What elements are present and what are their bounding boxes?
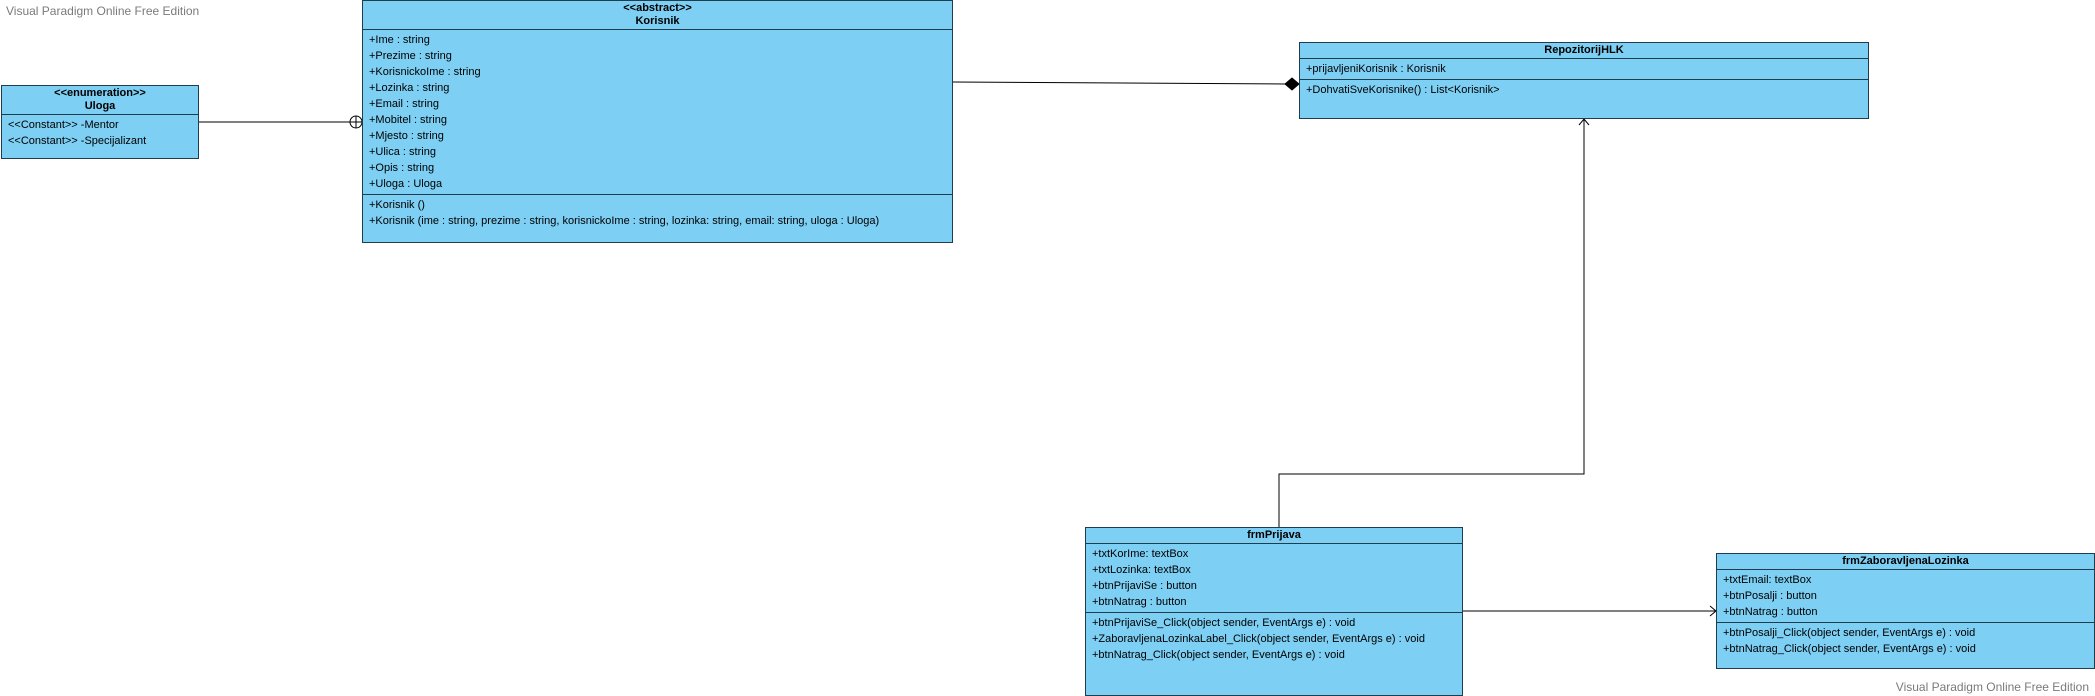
operation-row: +Korisnik (ime : string, prezime : strin… <box>369 215 880 227</box>
operation-row: +btnNatrag_Click(object sender, EventArg… <box>1092 649 1345 661</box>
arrow-head-repozitorij <box>1578 118 1590 126</box>
operations-section: +btnPosalji_Click(object sender, EventAr… <box>1717 622 2094 659</box>
operations-section: +DohvatiSveKorisnike() : List<Korisnik> <box>1300 79 1868 100</box>
class-header: frmPrijava <box>1086 528 1462 544</box>
attribute-row: +prijavljeniKorisnik : Korisnik <box>1306 63 1446 75</box>
attribute-row: +Opis : string <box>369 162 435 174</box>
class-name: RepozitorijHLK <box>1544 44 1624 56</box>
operation-row: +btnNatrag_Click(object sender, EventArg… <box>1723 643 1976 655</box>
connector-korisnik-repozitorij <box>952 81 1287 85</box>
attribute-row: +btnPosalji : button <box>1723 590 1817 602</box>
operation-row: +Korisnik () <box>369 199 425 211</box>
attribute-row: +KorisnickoIme : string <box>369 66 481 78</box>
attribute-row: +txtKorIme: textBox <box>1092 548 1189 560</box>
class-korisnik[interactable]: <<abstract>> Korisnik +Ime : string +Pre… <box>362 0 953 243</box>
connector-frmprijava-repozitorij <box>1278 119 1585 527</box>
attribute-row: +Email : string <box>369 98 439 110</box>
class-name: frmPrijava <box>1247 529 1301 541</box>
attributes-section: +prijavljeniKorisnik : Korisnik <box>1300 59 1868 79</box>
class-header: RepozitorijHLK <box>1300 43 1868 59</box>
operations-section: +Korisnik () +Korisnik (ime : string, pr… <box>363 194 952 231</box>
class-name: Uloga <box>84 100 116 112</box>
stereotype-label: <<enumeration>> <box>54 87 146 99</box>
class-name: frmZaboravljenaLozinka <box>1842 555 1969 567</box>
attributes-section: +txtKorIme: textBox +txtLozinka: textBox… <box>1086 544 1462 612</box>
class-header: <<abstract>> Korisnik <box>363 1 952 30</box>
attribute-row: +txtLozinka: textBox <box>1092 564 1191 576</box>
attribute-row: +btnNatrag : button <box>1723 606 1818 618</box>
attribute-row: +Mobitel : string <box>369 114 447 126</box>
watermark-bottom: Visual Paradigm Online Free Edition <box>1895 680 2089 694</box>
watermark-top: Visual Paradigm Online Free Edition <box>6 4 200 18</box>
operation-row: +DohvatiSveKorisnike() : List<Korisnik> <box>1306 84 1500 96</box>
attribute-row: <<Constant>> -Mentor <box>8 119 119 131</box>
class-uloga[interactable]: <<enumeration>> Uloga <<Constant>> -Ment… <box>1 85 199 159</box>
operation-row: +btnPosalji_Click(object sender, EventAr… <box>1723 627 1976 639</box>
attribute-row: <<Constant>> -Specijalizant <box>8 135 147 147</box>
attribute-row: +Mjesto : string <box>369 130 444 142</box>
operation-row: +ZaboravljenaLozinkaLabel_Click(object s… <box>1092 633 1425 645</box>
containment-symbol <box>349 115 363 129</box>
class-header: <<enumeration>> Uloga <box>2 86 198 115</box>
operations-section: +btnPrijaviSe_Click(object sender, Event… <box>1086 612 1462 665</box>
stereotype-label: <<abstract>> <box>623 2 692 14</box>
class-name: Korisnik <box>635 15 680 27</box>
attribute-row: +Uloga : Uloga <box>369 178 443 190</box>
class-repozitorijhlk[interactable]: RepozitorijHLK +prijavljeniKorisnik : Ko… <box>1299 42 1869 119</box>
attributes-section: +txtEmail: textBox +btnPosalji : button … <box>1717 570 2094 622</box>
class-header: frmZaboravljenaLozinka <box>1717 554 2094 570</box>
attribute-row: +btnPrijaviSe : button <box>1092 580 1197 592</box>
attribute-row: +btnNatrag : button <box>1092 596 1187 608</box>
attribute-row: +Ulica : string <box>369 146 436 158</box>
attribute-row: +Lozinka : string <box>369 82 450 94</box>
composition-diamond <box>1284 77 1300 91</box>
operation-row: +btnPrijaviSe_Click(object sender, Event… <box>1092 617 1356 629</box>
attributes-section: <<Constant>> -Mentor <<Constant>> -Speci… <box>2 115 198 151</box>
attribute-row: +Prezime : string <box>369 50 452 62</box>
attribute-row: +txtEmail: textBox <box>1723 574 1812 586</box>
attribute-row: +Ime : string <box>369 34 430 46</box>
class-frmzaboravljenalozinka[interactable]: frmZaboravljenaLozinka +txtEmail: textBo… <box>1716 553 2095 669</box>
attributes-section: +Ime : string +Prezime : string +Korisni… <box>363 30 952 194</box>
class-frmprijava[interactable]: frmPrijava +txtKorIme: textBox +txtLozin… <box>1085 527 1463 696</box>
